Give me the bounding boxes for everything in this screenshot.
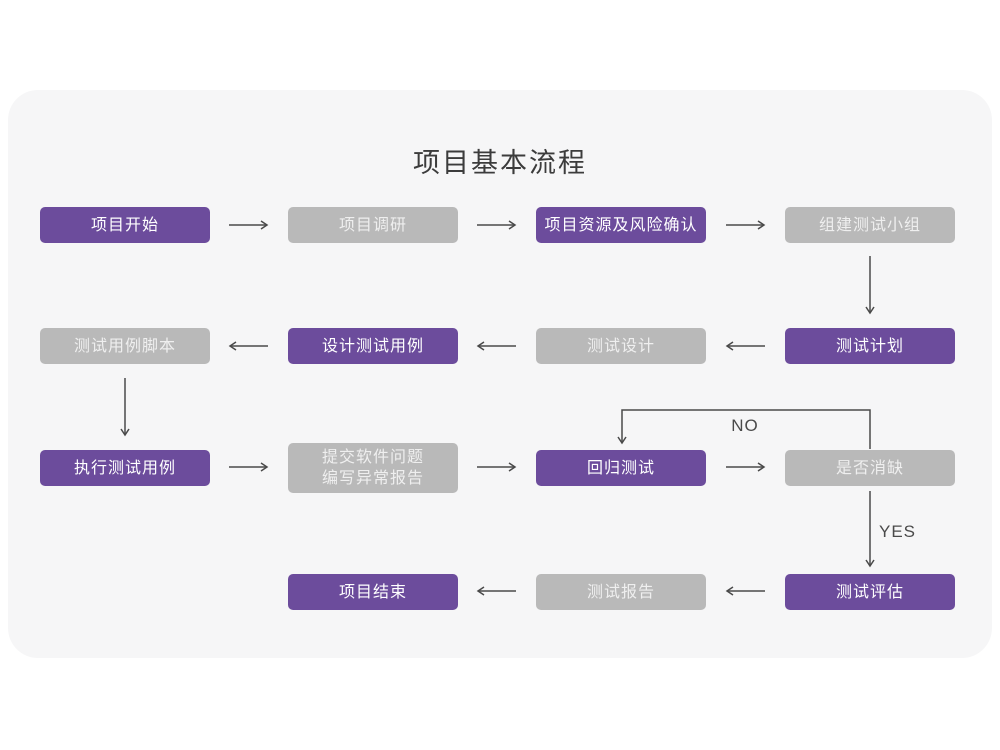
node-label: 测试用例脚本: [73, 337, 176, 355]
node-test-report: 测试报告: [536, 574, 706, 610]
node-execute-test-cases: 执行测试用例: [40, 450, 210, 486]
edge-label-yes: YES: [879, 522, 917, 541]
node-label: 测试计划: [835, 337, 904, 355]
node-label: 项目资源及风险确认: [544, 216, 698, 234]
node-label: 设计测试用例: [321, 337, 424, 355]
node-label: 测试评估: [835, 583, 904, 601]
node-label-line1: 提交软件问题: [321, 449, 424, 466]
node-build-test-team: 组建测试小组: [785, 207, 955, 243]
page-title: 项目基本流程: [413, 148, 587, 178]
node-project-research: 项目调研: [288, 207, 458, 243]
node-design-test-cases: 设计测试用例: [288, 328, 458, 364]
node-label: 回归测试: [586, 459, 655, 477]
node-test-case-script: 测试用例脚本: [40, 328, 210, 364]
node-project-start: 项目开始: [40, 207, 210, 243]
node-label: 执行测试用例: [73, 459, 176, 477]
node-test-design: 测试设计: [536, 328, 706, 364]
node-label: 项目调研: [338, 216, 407, 234]
node-project-end: 项目结束: [288, 574, 458, 610]
edge-label-no: NO: [731, 416, 759, 435]
node-resource-risk-confirm: 项目资源及风险确认: [536, 207, 706, 243]
node-defect-resolved: 是否消缺: [785, 450, 955, 486]
flowchart-card: [8, 90, 992, 658]
node-test-evaluation: 测试评估: [785, 574, 955, 610]
node-label: 项目结束: [338, 583, 407, 601]
node-label: 组建测试小组: [818, 216, 921, 234]
node-label: 测试报告: [586, 583, 655, 601]
node-label: 是否消缺: [835, 459, 904, 477]
node-label: 测试设计: [586, 337, 655, 355]
node-label: 项目开始: [90, 216, 159, 234]
node-regression-test: 回归测试: [536, 450, 706, 486]
node-label-line2: 编写异常报告: [321, 470, 424, 487]
node-submit-issues-report: 提交软件问题 编写异常报告: [288, 443, 458, 493]
node-test-plan: 测试计划: [785, 328, 955, 364]
